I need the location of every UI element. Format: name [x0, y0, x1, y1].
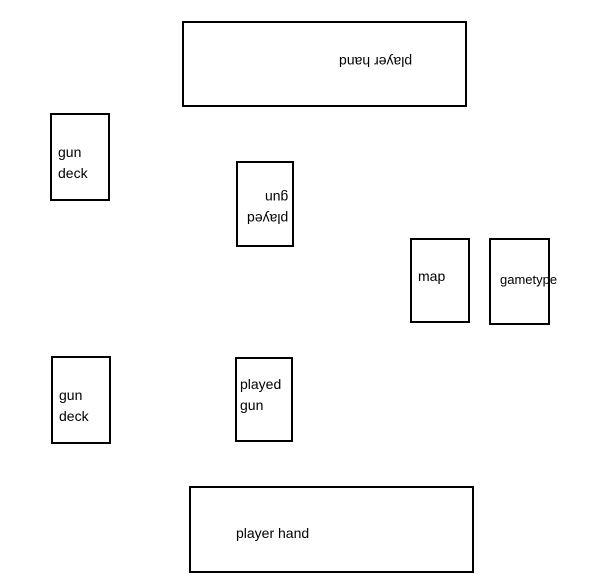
top-player-hand-label: player hand: [339, 54, 413, 70]
bottom-played-gun-label: played gun: [240, 376, 282, 413]
bottom-player-hand-box: player hand: [189, 486, 474, 573]
bottom-played-gun-box: played gun: [235, 357, 293, 442]
map-box: map: [410, 238, 470, 323]
top-player-hand-box: player hand: [182, 21, 467, 107]
bottom-player-hand-label: player hand: [236, 525, 310, 541]
gametype-label: gametype: [500, 272, 558, 287]
top-gun-deck-box: gun deck: [50, 113, 110, 201]
bottom-gun-deck-box: gun deck: [51, 356, 111, 444]
map-label: map: [418, 268, 446, 284]
bottom-gun-deck-label: gun deck: [59, 387, 89, 424]
top-played-gun-box: played gun: [236, 161, 294, 247]
top-played-gun-label: played gun: [247, 190, 289, 227]
top-gun-deck-label: gun deck: [58, 144, 88, 181]
gametype-box: gametype: [489, 238, 557, 325]
